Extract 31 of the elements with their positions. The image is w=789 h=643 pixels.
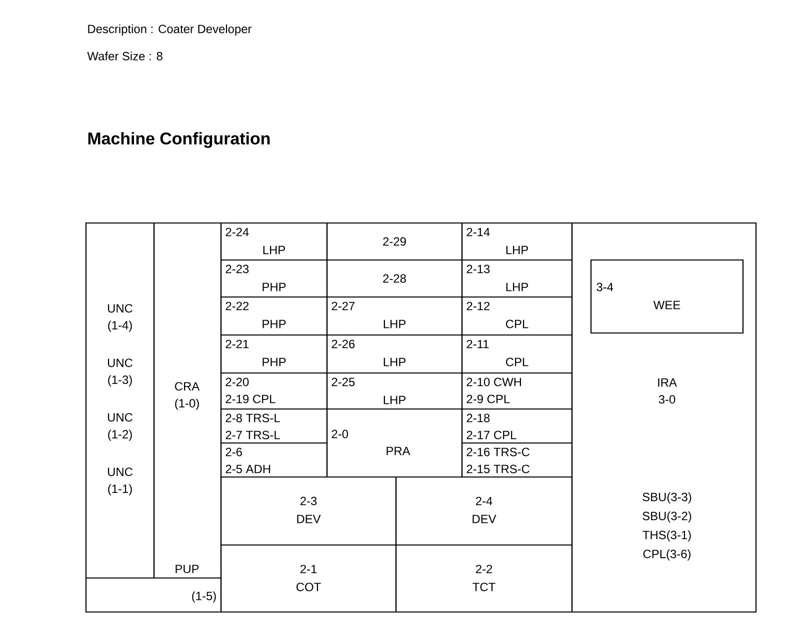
- module-cell: 2-18 2-17 CPL: [461, 408, 573, 444]
- module-cell: 2-22 PHP: [220, 296, 328, 336]
- module-cell: 2-24 LHP: [220, 222, 328, 261]
- module-cell: 2-1 COT: [220, 544, 397, 613]
- module-cell: CRA (1-0) PUP: [153, 222, 222, 579]
- module-cell: 2-10 CWH 2-9 CPL: [461, 372, 573, 410]
- module-cell: 2-16 TRS-C 2-15 TRS-C: [461, 442, 573, 478]
- module-cell: 2-25 LHP: [326, 372, 463, 410]
- module-cell: 2-14 LHP: [461, 222, 573, 261]
- module-cell: 2-11 CPL: [461, 334, 573, 374]
- module-cell: 2-2 TCT: [395, 544, 573, 613]
- module-cell: 2-4 DEV: [395, 476, 573, 546]
- header-text: Description : Coater Developer: [88, 24, 252, 36]
- module-cell: 2-20 2-19 CPL: [220, 372, 328, 410]
- module-cell: 2-0 PRA: [326, 408, 463, 478]
- module-cell: (1-5): [85, 577, 222, 613]
- module-cell: 2-26 LHP: [326, 334, 463, 374]
- module-cell: 2-8 TRS-L 2-7 TRS-L: [220, 408, 328, 444]
- module-cell: 2-12 CPL: [461, 296, 573, 336]
- module-cell: 2-3 DEV: [220, 476, 397, 546]
- module-cell: 2-23 PHP: [220, 259, 328, 298]
- module-cell: 2-28: [326, 259, 463, 298]
- header-text: Wafer Size : 8: [87, 52, 162, 60]
- module-cell: 2-13 LHP: [461, 259, 573, 298]
- title: Machine Configuration: [88, 132, 270, 148]
- module-cell: 3-4 WEE: [590, 259, 744, 334]
- module-cell: 2-6 2-5 ADH: [220, 442, 328, 478]
- module-cell: UNC (1-4) UNC (1-3) UNC (1-2) UNC (1-1): [85, 222, 155, 579]
- module-cell: 2-21 PHP: [220, 334, 328, 374]
- module-cell: 2-27 LHP: [326, 296, 463, 336]
- module-cell: 2-29: [326, 222, 463, 261]
